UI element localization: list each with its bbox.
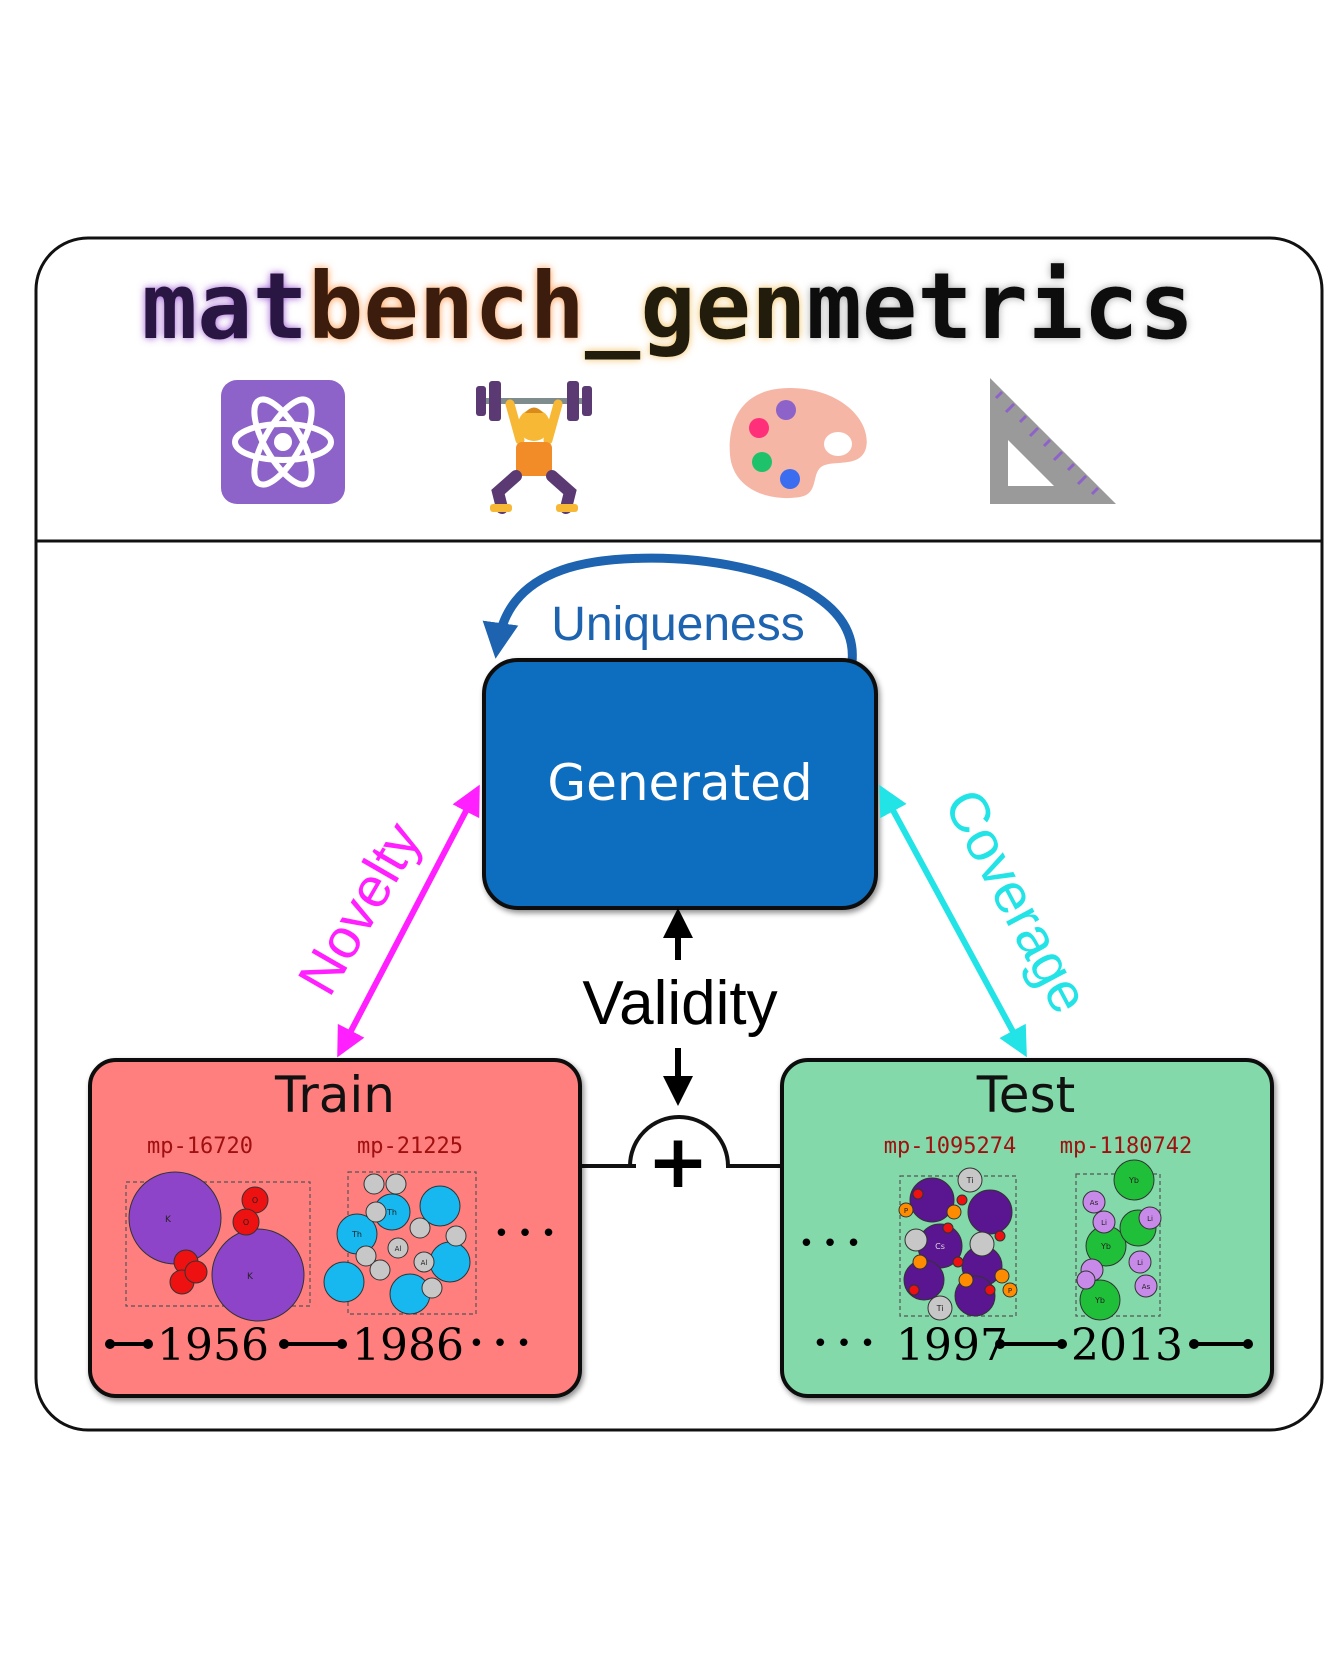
test-year-2: 2013 <box>1071 1320 1183 1371</box>
title-part-mat: mat <box>142 253 308 360</box>
art-palette-icon <box>729 388 867 499</box>
union-plus-symbol: + <box>647 1119 709 1205</box>
test-structures-ellipsis: • • • <box>799 1229 862 1259</box>
svg-text:Ti: Ti <box>966 1176 974 1185</box>
svg-text:K: K <box>165 1215 172 1225</box>
train-structure-2: Th Th Al Al <box>323 1171 477 1315</box>
title-part-gen: _gen <box>585 253 807 360</box>
validity-label: Validity <box>582 969 777 1038</box>
uniqueness-loop-arrow <box>482 553 857 663</box>
svg-text:Ti: Ti <box>936 1304 944 1313</box>
test-id-2: mp-1180742 <box>1060 1134 1192 1159</box>
svg-text:P: P <box>904 1207 908 1215</box>
atom-icon <box>221 380 345 504</box>
weightlifter-icon <box>476 381 592 514</box>
train-timeline-ellipsis: • • • <box>469 1329 532 1359</box>
svg-text:K: K <box>247 1272 254 1282</box>
set-square-icon <box>990 378 1116 504</box>
svg-text:As: As <box>1090 1199 1099 1207</box>
test-structure-2: Yb Yb Yb Li Li Li As As <box>1075 1159 1162 1321</box>
svg-text:Li: Li <box>1137 1259 1143 1267</box>
test-structure-1: Ti Ti Cs P P <box>898 1167 1018 1321</box>
svg-text:Yb: Yb <box>1128 1176 1139 1185</box>
package-title: matbench_genmetrics <box>142 253 1194 360</box>
svg-text:O: O <box>243 1218 249 1227</box>
svg-text:Al: Al <box>395 1245 402 1253</box>
title-part-bench: bench <box>308 253 585 360</box>
svg-text:Th: Th <box>351 1230 362 1239</box>
test-timeline-ellipsis: • • • <box>813 1329 876 1359</box>
test-label: Test <box>976 1066 1075 1124</box>
test-node <box>780 1058 1274 1398</box>
svg-text:Th: Th <box>386 1208 397 1217</box>
train-timeline <box>105 1339 347 1349</box>
union-arc <box>628 1115 730 1167</box>
svg-text:Li: Li <box>1147 1215 1153 1223</box>
train-id-2: mp-21225 <box>357 1134 463 1159</box>
svg-text:P: P <box>1008 1287 1012 1295</box>
svg-text:Li: Li <box>1101 1219 1107 1227</box>
train-structure-1: K K O O <box>125 1171 311 1322</box>
uniqueness-label: Uniqueness <box>551 598 805 651</box>
train-label: Train <box>274 1066 395 1124</box>
title-part-metrics: metrics <box>806 253 1194 360</box>
test-id-1: mp-1095274 <box>884 1134 1016 1159</box>
generated-label: Generated <box>547 754 812 812</box>
train-year-1: 1956 <box>157 1320 269 1371</box>
novelty-arrow <box>337 784 480 1058</box>
svg-text:Yb: Yb <box>1100 1242 1111 1251</box>
svg-text:Yb: Yb <box>1094 1296 1105 1305</box>
train-id-1: mp-16720 <box>147 1134 253 1159</box>
test-year-1: 1997 <box>896 1320 1008 1371</box>
coverage-arrow <box>879 784 1027 1058</box>
train-year-2: 1986 <box>352 1320 464 1371</box>
svg-text:Al: Al <box>421 1259 428 1267</box>
svg-text:O: O <box>252 1196 258 1205</box>
train-node <box>88 1058 582 1398</box>
svg-text:As: As <box>1142 1283 1151 1291</box>
test-timeline <box>995 1339 1253 1349</box>
train-structures-ellipsis: • • • <box>494 1219 557 1249</box>
svg-text:Cs: Cs <box>935 1242 945 1251</box>
